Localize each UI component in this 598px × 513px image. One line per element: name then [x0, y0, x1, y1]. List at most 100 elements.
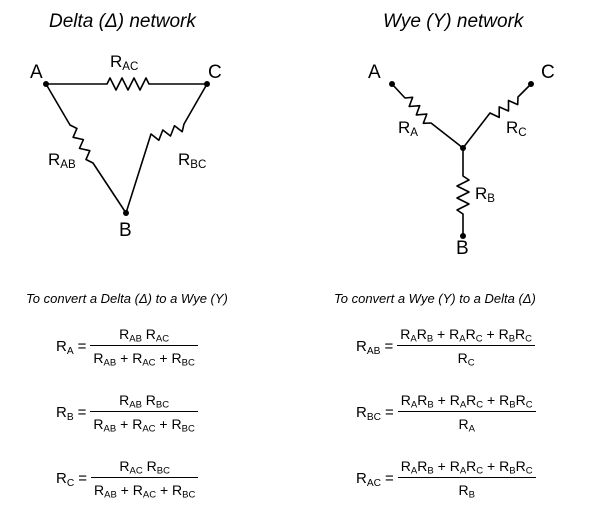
delta-to-wye-eq-1-denominator-term-0-sub: AB [103, 423, 117, 435]
wye-node-b-label: B [456, 238, 469, 259]
delta-to-wye-caption: To convert a Delta (Δ) to a Wye (Y) [26, 291, 228, 306]
delta-node-b-label: B [119, 220, 132, 241]
delta-node-b-dot [123, 210, 129, 216]
wye-to-delta-eq-0-numerator-term-3: R [465, 326, 476, 342]
wye-to-delta-eq-0-lhs-symbol: R [356, 337, 367, 355]
wye-to-delta-eq-2-numerator-term-0-sub: A [410, 465, 418, 477]
wye-to-delta-eq-0-numerator-term-3-sub: C [475, 333, 483, 345]
wye-to-delta-eq-1-numerator-term-2: + R [433, 392, 460, 408]
delta-to-wye-eq-1-denominator-term-1: + R [116, 416, 143, 433]
wye-to-delta-eq-0-denominator-term-0-sub: C [467, 357, 475, 369]
wye-resistor-b-label: RB [475, 184, 495, 206]
wye-to-delta-eq-2-lhs-sub: AC [366, 477, 381, 489]
wye-to-delta-eq-0-numerator-term-1-sub: B [426, 333, 434, 345]
wye-to-delta-eq-2-numerator-term-1: R [417, 458, 428, 474]
delta-node-a-dot [43, 81, 49, 87]
delta-to-wye-eq-2-denominator-term-2: + R [156, 482, 183, 499]
delta-node-a-label: A [30, 62, 43, 83]
wye-resistor-c-label: RC [506, 118, 527, 140]
wye-to-delta-eq-1-lhs-symbol: R [356, 403, 367, 421]
delta-wire-ac [45, 77, 208, 91]
delta-title: Delta (Δ) network [49, 11, 196, 32]
wye-to-delta-eq-0-numerator-term-5: R [515, 326, 526, 342]
wye-to-delta-eq-2-numerator-term-2-sub: A [459, 465, 467, 477]
wye-to-delta-eq-2-numerator-term-5-sub: C [525, 465, 533, 477]
wye-to-delta-eq-2-numerator-term-3: R [466, 458, 477, 474]
wye-wire-b [456, 147, 470, 237]
wye-to-delta-eq-0-denominator-term-0: R [457, 350, 468, 367]
delta-to-wye-eq-0-numerator-term-1-sub: AC [155, 333, 170, 345]
delta-to-wye-eq-0-denominator-term-0: R [93, 350, 104, 367]
wye-to-delta-eq-1-numerator-term-2-sub: A [459, 399, 467, 411]
wye-to-delta-eq-2-lhs: RAC [356, 470, 381, 489]
delta-to-wye-eq-1-denominator: RAB + RAC + RBC [90, 416, 197, 435]
delta-to-wye-eq-0-lhs: RA [56, 337, 74, 357]
wye-to-delta-eq-2-numerator-term-4-sub: B [509, 465, 516, 477]
wye-resistor-a-label: RA [398, 118, 418, 140]
delta-to-wye-eq-2-equals: = [78, 469, 87, 487]
delta-to-wye-eq-0-denominator: RAB + RAC + RBC [90, 350, 197, 369]
delta-to-wye-eq-2-numerator-term-0-sub: AC [129, 465, 143, 477]
wye-to-delta-eq-0-denominator: RC [455, 350, 478, 369]
wye-to-delta-eq-1-denominator: RA [455, 416, 477, 434]
delta-to-wye-eq-0-denominator-term-1-sub: AC [142, 357, 156, 369]
delta-to-wye-eq-2-numerator-term-0: R [119, 458, 130, 474]
wye-to-delta-eq-1-fraction-bar [397, 411, 536, 413]
wye-to-delta-eq-0-lhs: RAB [356, 337, 380, 356]
delta-to-wye-eq-0-numerator-term-1: R [141, 326, 156, 342]
delta-node-c-label: C [208, 62, 222, 83]
wye-wire-a [391, 83, 464, 149]
delta-to-wye-eq-0-equals: = [77, 337, 87, 355]
wye-to-delta-eq-1-denominator-term-0: R [458, 416, 469, 433]
delta-to-wye-eq-0-denominator-term-2-sub: BC [181, 357, 195, 369]
delta-resistor-bc-label: RBC [178, 150, 207, 172]
wye-to-delta-eq-0-numerator-term-4: + R [482, 326, 509, 342]
delta-to-wye-eq-2-numerator: RAC RBC [116, 458, 173, 477]
delta-resistor-ab-label: RAB [48, 150, 76, 172]
wye-to-delta-eq-1-numerator-term-1-sub: B [427, 399, 434, 411]
delta-to-wye-eq-0-denominator-term-2: + R [155, 350, 182, 367]
wye-to-delta-eq-1-numerator-term-4: + R [483, 392, 510, 408]
wye-to-delta-eq-0-fraction-bar [397, 345, 536, 347]
wye-to-delta-eq-1-numerator-term-0-sub: A [410, 399, 418, 411]
delta-to-wye-eq-2-lhs: RC [56, 470, 74, 488]
wye-to-delta-eq-1-numerator-term-0: R [400, 392, 411, 408]
delta-to-wye-eq-0-numerator-term-0-sub: AB [129, 333, 142, 345]
wye-to-delta-eq-0-numerator-term-0: R [400, 326, 411, 342]
delta-to-wye-eq-1-denominator-term-2-sub: BC [181, 423, 195, 435]
delta-to-wye-eq-1-lhs-symbol: R [56, 403, 67, 421]
delta-wire-ab [45, 83, 127, 214]
delta-resistor-ac-label: RAC [110, 52, 139, 74]
delta-to-wye-eq-2-denominator-term-0-sub: AB [104, 489, 117, 501]
delta-to-wye-eq-1-numerator-term-0-sub: AB [129, 399, 142, 411]
wye-wire-c [462, 83, 532, 149]
wye-to-delta-eq-2-denominator-term-0: R [458, 482, 469, 499]
wye-node-a-label: A [368, 62, 381, 83]
delta-to-wye-eq-2-denominator: RAB + RAC + RBC [91, 482, 198, 501]
delta-to-wye-eq-2-numerator-term-1-sub: BC [156, 465, 170, 477]
delta-wire-bc [125, 83, 208, 214]
wye-node-a-dot [389, 81, 395, 87]
wye-to-delta-eq-1-equals: = [385, 403, 394, 421]
delta-to-wye-eq-1-equals: = [77, 403, 87, 421]
wye-node-b-dot [460, 233, 466, 239]
delta-to-wye-eq-0-denominator-term-1: + R [116, 350, 143, 367]
wye-to-delta-eq-0-equals: = [384, 337, 394, 355]
wye-to-delta-eq-0-numerator-term-0-sub: A [410, 333, 417, 345]
delta-to-wye-eq-0-lhs-sub: A [66, 345, 74, 357]
wye-to-delta-eq-1-numerator-term-1: R [417, 392, 428, 408]
wye-to-delta-eq-2-numerator: RARB + RARC + RBRC [398, 458, 536, 477]
wye-to-delta-eq-2-numerator-term-5: R [515, 458, 526, 474]
delta-to-wye-eq-2-fraction-bar [90, 477, 199, 479]
delta-to-wye-eq-0-lhs-symbol: R [56, 337, 67, 355]
wye-to-delta-eq-2-numerator-term-0: R [400, 458, 411, 474]
delta-to-wye-eq-2-numerator-term-1: R [142, 458, 157, 474]
delta-to-wye-eq-1-denominator-term-0: R [93, 416, 104, 433]
